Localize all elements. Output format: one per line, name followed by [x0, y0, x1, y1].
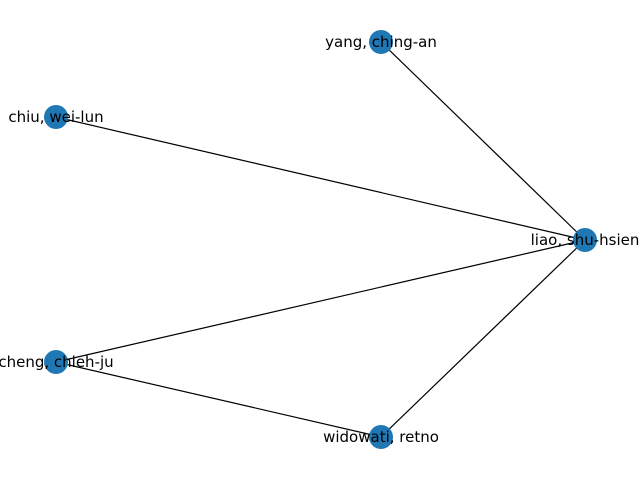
node-label-cheng: cheng, chieh-ju: [0, 353, 114, 371]
edge-widowati-liao: [380, 239, 586, 438]
node-widowati[interactable]: [369, 425, 393, 449]
edge-layer: [55, 41, 586, 438]
node-label-liao: liao, shu-hsien: [531, 231, 640, 249]
node-liao[interactable]: [573, 228, 597, 252]
edge-chiu-liao: [55, 116, 586, 241]
node-layer: [44, 30, 597, 449]
edge-yang-liao: [380, 41, 586, 241]
node-label-yang: yang, ching-an: [325, 33, 437, 51]
edge-cheng-liao: [55, 239, 586, 363]
label-layer: yang, ching-an chiu, wei-lun liao, shu-hsi…: [0, 33, 639, 446]
node-yang[interactable]: [369, 30, 393, 54]
node-chiu[interactable]: [44, 105, 68, 129]
edge-cheng-widowati: [55, 361, 382, 438]
node-cheng[interactable]: [44, 350, 68, 374]
node-label-chiu: chiu, wei-lun: [8, 108, 103, 126]
node-label-widowati: widowati, retno: [323, 428, 439, 446]
